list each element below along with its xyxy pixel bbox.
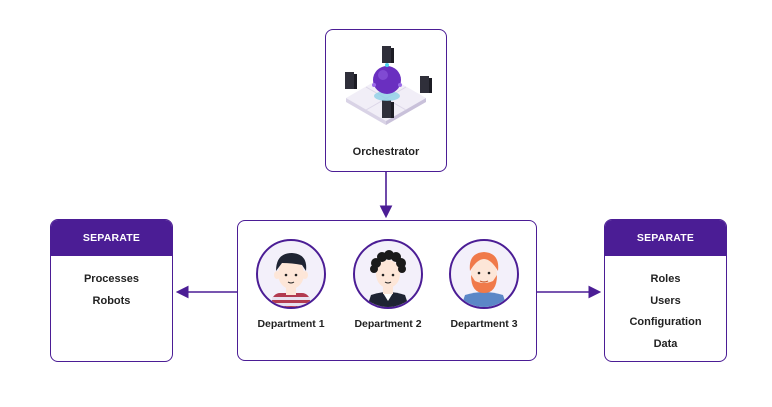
avatar (449, 239, 519, 309)
list-item: Configuration (629, 316, 702, 328)
separate-header: SEPARATE (605, 220, 726, 256)
person-curly-hair-icon (367, 250, 409, 307)
separate-panel-right: SEPARATE Roles Users Configuration Data (604, 219, 727, 362)
departments-panel: Department 1 Department 2 (237, 220, 537, 361)
department-3-label: Department 3 (450, 318, 518, 330)
list-item: Users (650, 294, 681, 307)
orchestrator-label: Orchestrator (352, 146, 420, 158)
server-icon (382, 46, 394, 63)
server-icon (420, 76, 432, 93)
department-2-label: Department 2 (354, 318, 422, 330)
list-item: Robots (92, 294, 131, 307)
list-item: Processes (83, 273, 140, 285)
department-3: Department 3 (440, 239, 528, 330)
orchestrator-illustration (345, 46, 432, 125)
orchestrator-node: Orchestrator (325, 29, 447, 172)
separate-list: Roles Users Configuration Data (605, 256, 726, 355)
department-2: Department 2 (344, 239, 432, 330)
avatar (353, 239, 423, 309)
separate-list: Processes Robots (51, 256, 172, 312)
server-icon (345, 72, 357, 89)
person-ginger-beard-icon (461, 252, 507, 307)
person-dark-hair-icon (272, 253, 310, 307)
separate-panel-left: SEPARATE Processes Robots (50, 219, 173, 362)
list-item: Roles (650, 273, 681, 285)
server-icon (382, 100, 394, 118)
separate-header: SEPARATE (51, 220, 172, 256)
department-1: Department 1 (247, 239, 335, 330)
list-item: Data (653, 337, 678, 350)
avatar (256, 239, 326, 309)
department-1-label: Department 1 (257, 318, 325, 330)
